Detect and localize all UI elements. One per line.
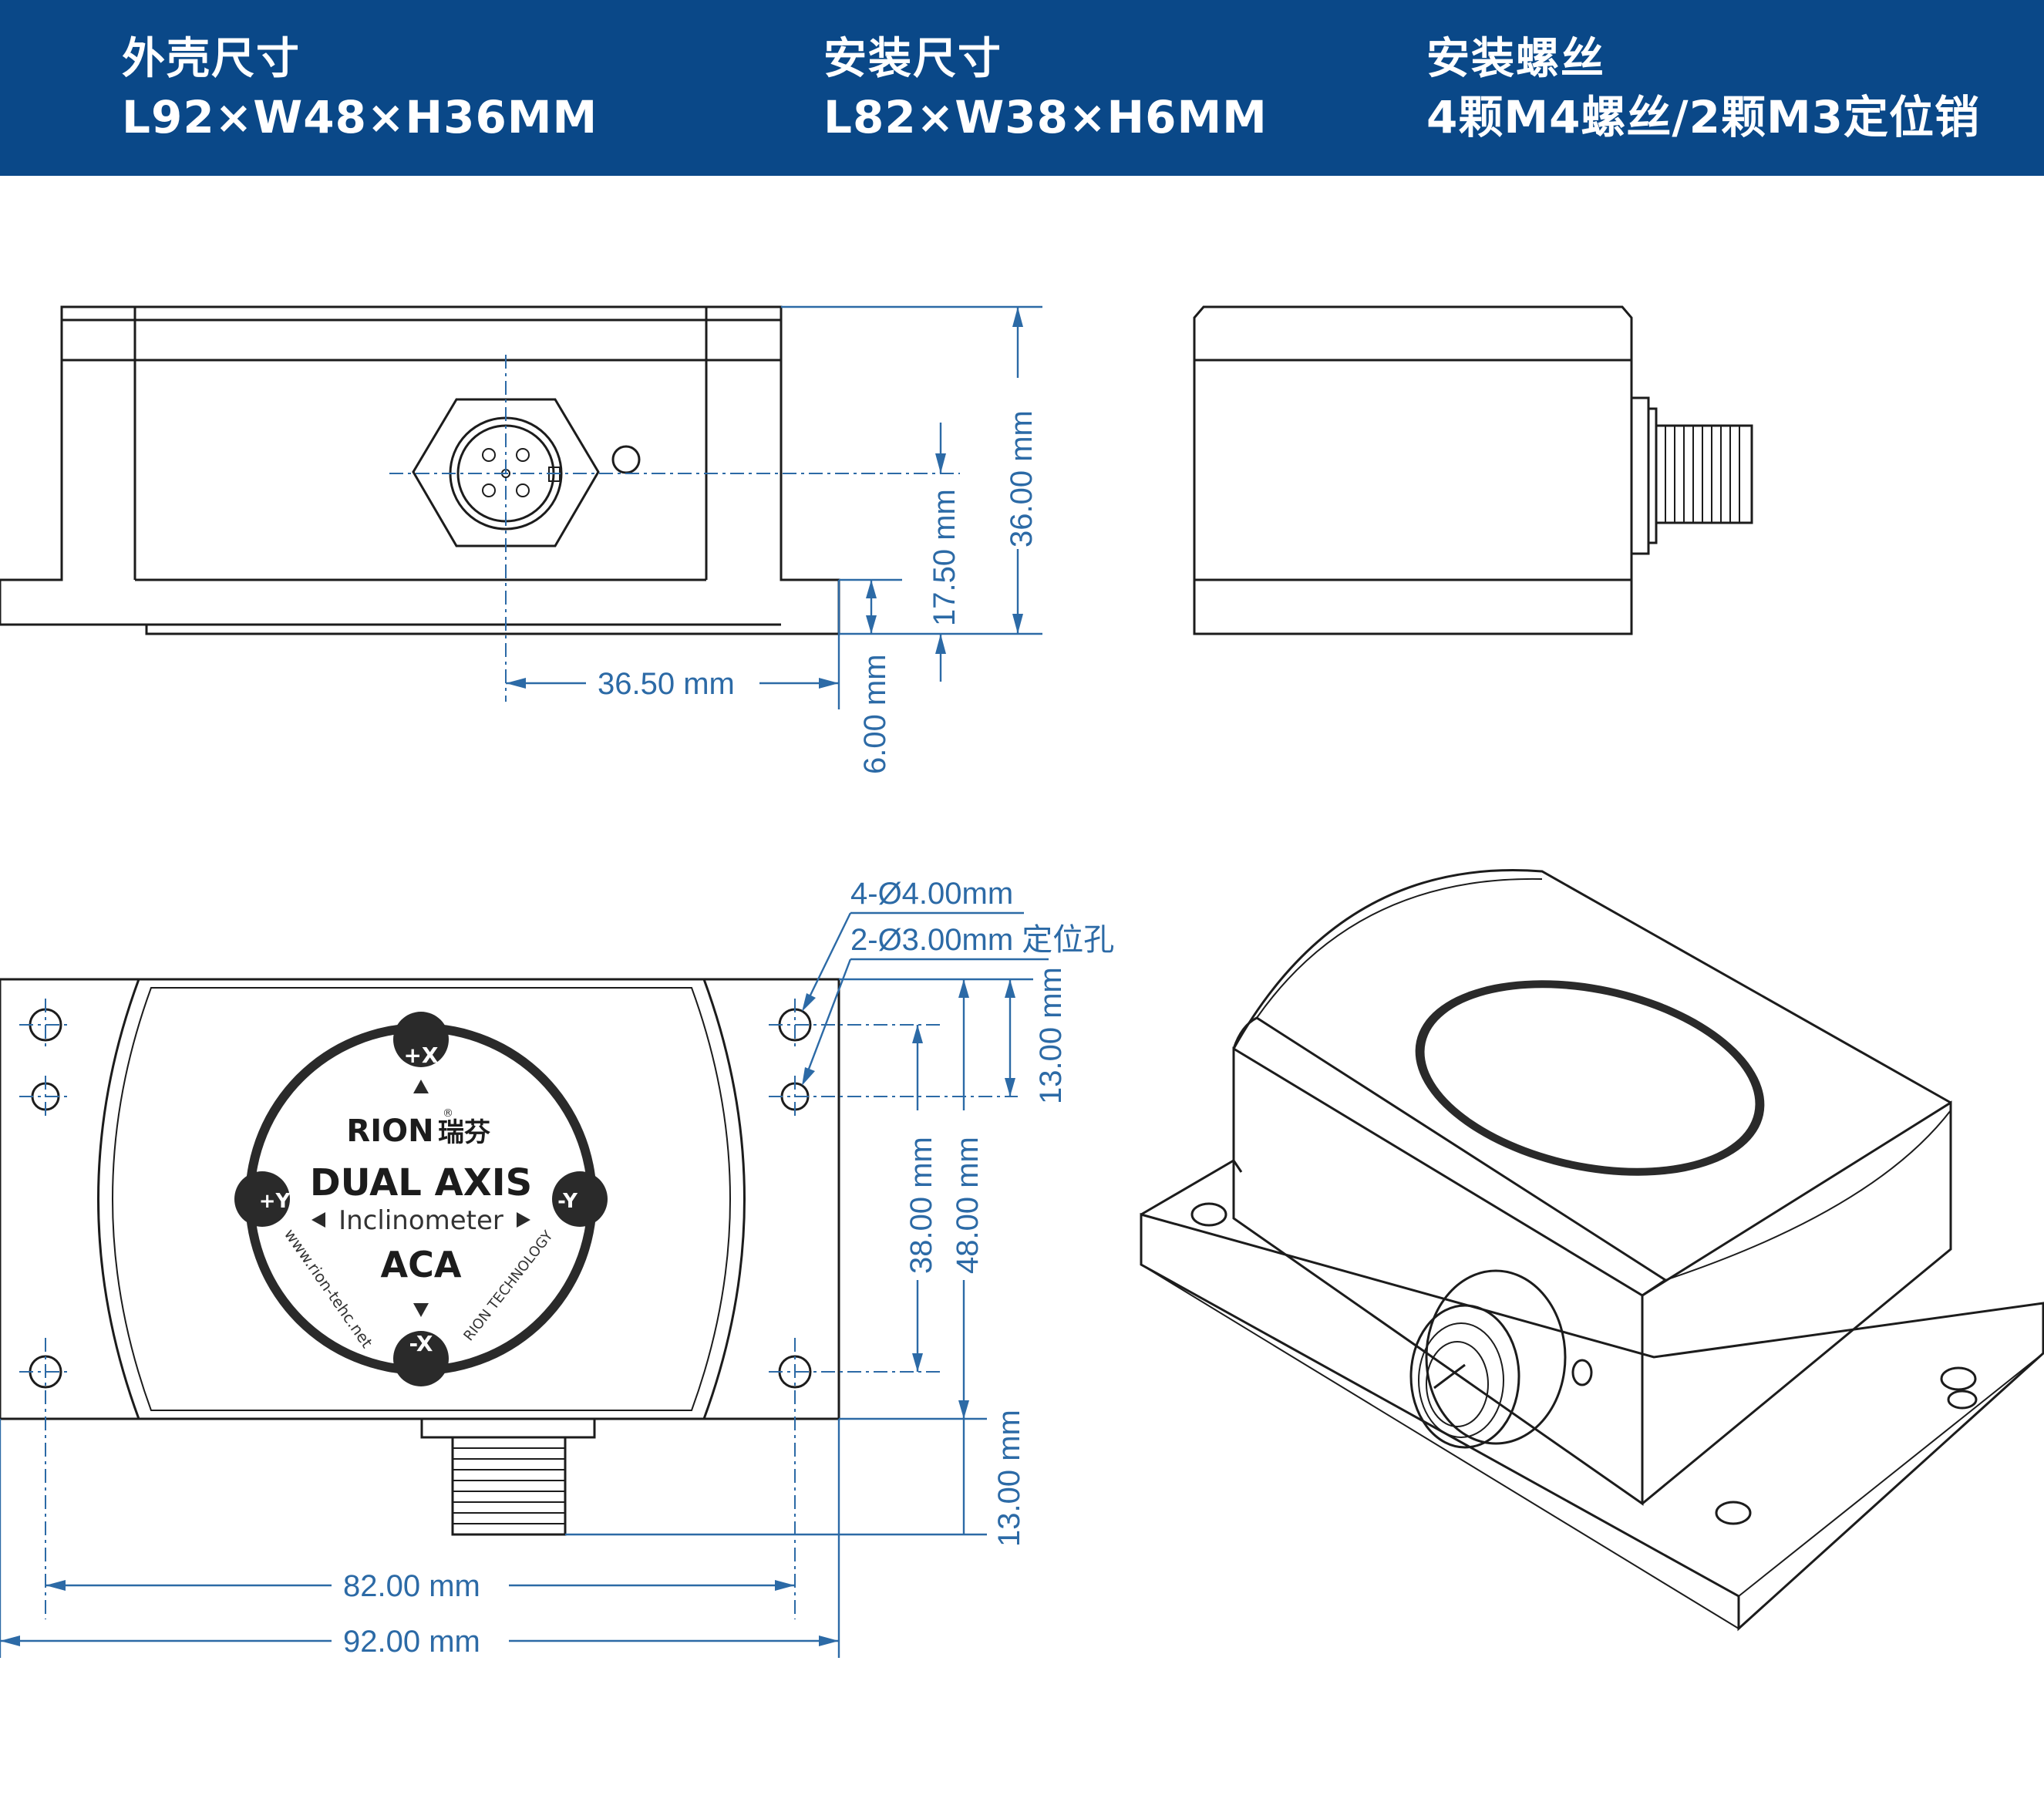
spec-banner xyxy=(0,0,2044,176)
iso-label-face xyxy=(1424,988,1756,1168)
label-brand-cn: 瑞芬 xyxy=(438,1117,490,1148)
spec-value: 4颗M4螺丝/2颗M3定位销 xyxy=(1426,91,1981,143)
top-threaded-connector xyxy=(451,1436,567,1536)
front-view xyxy=(0,305,960,702)
top-view xyxy=(0,978,1018,1619)
spec-label: 外壳尺寸 xyxy=(122,34,301,84)
spec-mount-screws: 安装螺丝 4颗M4螺丝/2颗M3定位销 xyxy=(1426,31,1980,147)
front-dimensions: 36.00 mm 17.50 mm 6.00 mm 36.50 mm xyxy=(506,305,1042,774)
dim-holes-m4: 4-Ø4.00mm xyxy=(850,877,1013,911)
top-dimensions: 4-Ø4.00mm 2-Ø3.00mm 定位孔 13.00 mm 38.00 m… xyxy=(0,877,1114,1659)
spec-housing-size: 外壳尺寸 L92×W48×H36MM xyxy=(122,31,598,147)
iso-mount-hole xyxy=(1715,1501,1752,1525)
iso-mount-hole xyxy=(1940,1366,1977,1391)
label-plus-x: +X xyxy=(403,1043,438,1068)
iso-led-indicator xyxy=(1571,1359,1593,1386)
spec-mount-size: 安装尺寸 L82×W38×H6MM xyxy=(823,31,1268,147)
iso-connector-nut xyxy=(1425,1269,1567,1445)
spec-label: 安装尺寸 xyxy=(823,34,1002,84)
side-nut xyxy=(1630,396,1650,555)
label-minus-y: -Y xyxy=(557,1190,578,1213)
label-brand: RION xyxy=(346,1113,433,1149)
arrow-right-icon xyxy=(517,1212,530,1228)
connector-pin xyxy=(516,483,530,497)
iso-mount-hole xyxy=(1190,1202,1227,1227)
side-outline xyxy=(1193,305,1633,635)
top-body-lid xyxy=(97,978,746,1420)
dim-length: 92.00 mm xyxy=(343,1625,480,1659)
iso-body-top-edge xyxy=(1232,869,1951,1104)
spec-value: L92×W48×H36MM xyxy=(122,91,598,143)
side-threaded-connector xyxy=(1655,424,1753,524)
top-nut xyxy=(420,1417,596,1439)
arrow-left-icon xyxy=(311,1212,325,1228)
dim-hole-top: 13.00 mm xyxy=(1034,967,1068,1104)
side-view xyxy=(1193,305,1753,635)
dim-flange: 6.00 mm xyxy=(858,654,892,774)
label-model: ACA xyxy=(381,1244,462,1285)
dim-center-height: 17.50 mm xyxy=(928,489,961,626)
spec-value: L82×W38×H6MM xyxy=(823,91,1268,143)
label-title: DUAL AXIS xyxy=(310,1161,532,1204)
connector-hex-nut xyxy=(412,398,600,547)
dim-offset: 36.50 mm xyxy=(598,667,735,701)
connector-pin xyxy=(516,448,530,462)
dim-connector: 13.00 mm xyxy=(992,1410,1026,1547)
label-plate: +X -X +Y -Y RION 瑞芬 ® DUAL AXIS Inclinom… xyxy=(234,1012,608,1386)
iso-pin-hole xyxy=(1947,1390,1978,1410)
dim-hole-length: 82.00 mm xyxy=(343,1569,480,1603)
connector-pin xyxy=(482,483,496,497)
dim-holes-pin: 2-Ø3.00mm 定位孔 xyxy=(850,923,1114,957)
connector-pin xyxy=(482,448,496,462)
label-subtitle: Inclinometer xyxy=(338,1205,503,1236)
dim-hole-span: 38.00 mm xyxy=(904,1137,938,1274)
iso-base-flange xyxy=(1140,1213,2044,1632)
dim-width: 48.00 mm xyxy=(951,1137,985,1274)
arrow-down-icon xyxy=(413,1303,429,1317)
isometric-view xyxy=(1140,869,2044,1632)
dim-height: 36.00 mm xyxy=(1005,410,1039,547)
front-outline xyxy=(0,305,840,635)
iso-body-side-face xyxy=(1642,1100,1952,1505)
label-face xyxy=(254,1033,588,1366)
led-indicator xyxy=(611,445,641,474)
arrow-up-icon xyxy=(413,1080,429,1093)
label-plus-y: +Y xyxy=(259,1190,291,1213)
iso-connector-thread xyxy=(1409,1304,1520,1449)
label-registered: ® xyxy=(443,1107,453,1120)
label-minus-x: -X xyxy=(409,1331,433,1356)
spec-label: 安装螺丝 xyxy=(1426,34,1605,84)
